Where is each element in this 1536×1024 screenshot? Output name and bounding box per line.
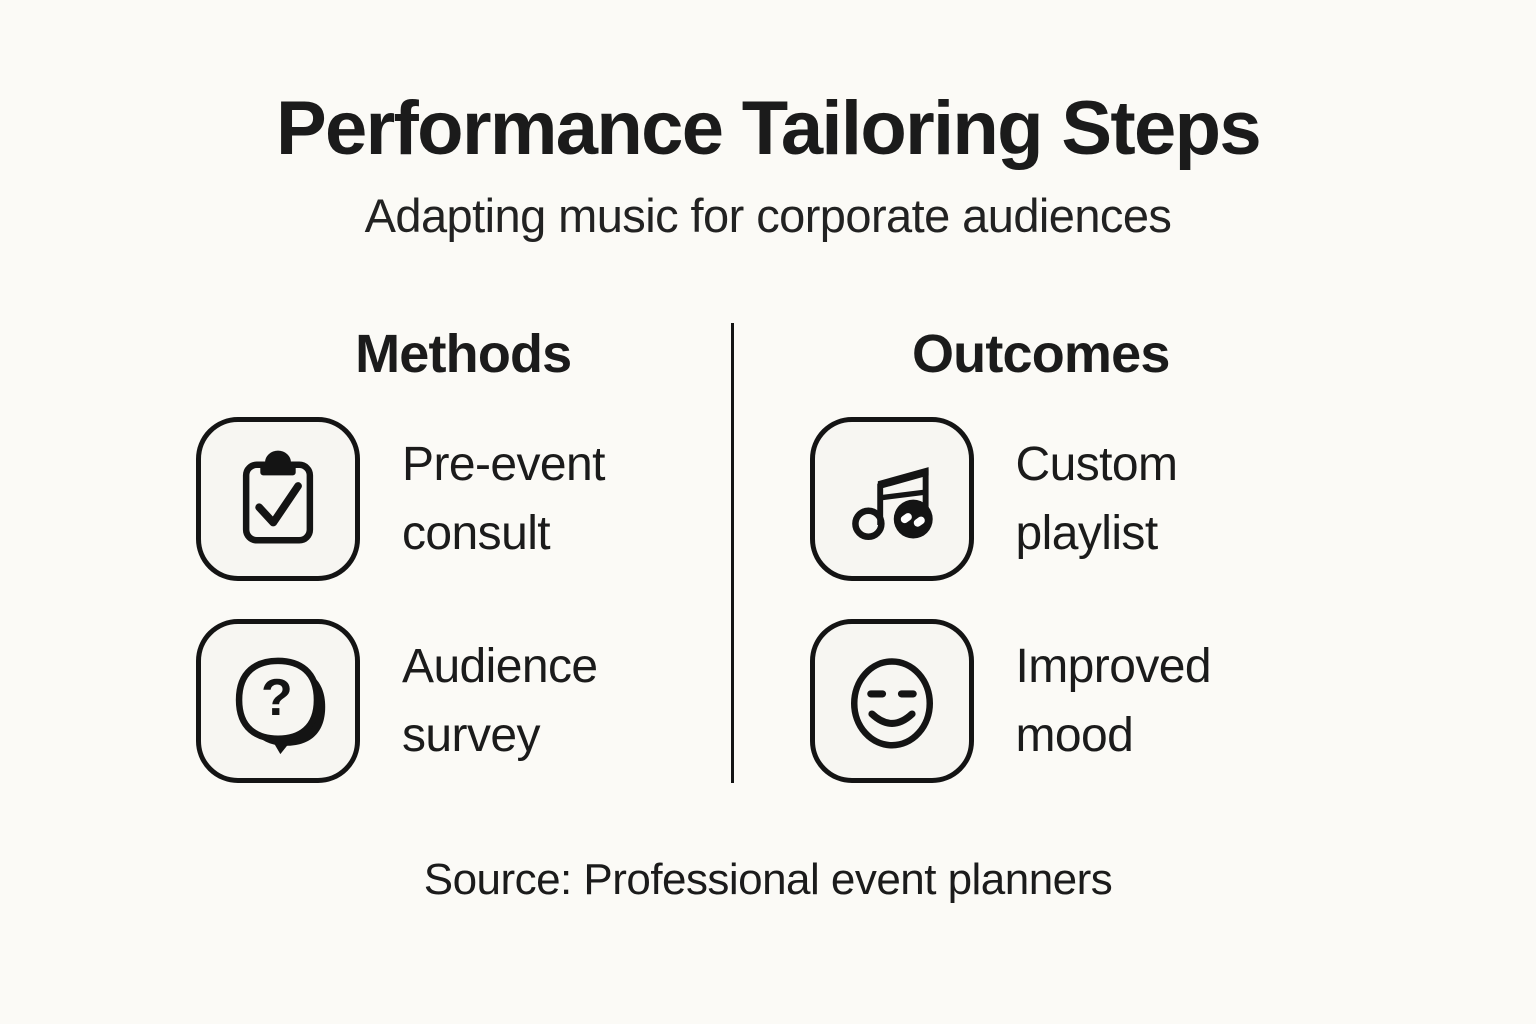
method-label: Audience survey: [402, 639, 598, 763]
columns-section: Methods Pre-event consult: [192, 323, 1345, 784]
method-label: Pre-event consult: [402, 437, 605, 561]
outcomes-header: Outcomes: [911, 324, 1170, 385]
music-note-glyph: [851, 467, 933, 541]
smiley-face-glyph: [850, 658, 933, 749]
outcomes-column: Outcomes Custom playlist: [734, 323, 1345, 784]
outcome-label: Improved mood: [1015, 639, 1212, 763]
page-subtitle: Adapting music for corporate audiences: [364, 189, 1172, 243]
question-bubble-glyph: ?: [235, 657, 326, 755]
methods-header: Methods: [355, 324, 572, 385]
svg-text:?: ?: [261, 669, 293, 727]
music-note-icon: [809, 417, 974, 582]
outcome-label: Custom playlist: [1015, 437, 1178, 561]
smiley-face-icon: [809, 619, 974, 784]
method-item-audience-survey: ? Audience survey: [196, 619, 731, 784]
methods-column: Methods Pre-event consult: [192, 323, 731, 784]
clipboard-check-icon: [196, 417, 360, 582]
method-item-pre-event-consult: Pre-event consult: [196, 417, 731, 582]
column-divider: [730, 323, 734, 784]
outcome-item-improved-mood: Improved mood: [809, 619, 1345, 784]
outcome-item-custom-playlist: Custom playlist: [809, 417, 1345, 582]
page-title: Performance Tailoring Steps: [276, 86, 1262, 171]
question-bubble-icon: ?: [196, 619, 360, 784]
clipboard-check-glyph: [242, 450, 314, 544]
source-note: Source: Professional event planners: [423, 855, 1113, 905]
